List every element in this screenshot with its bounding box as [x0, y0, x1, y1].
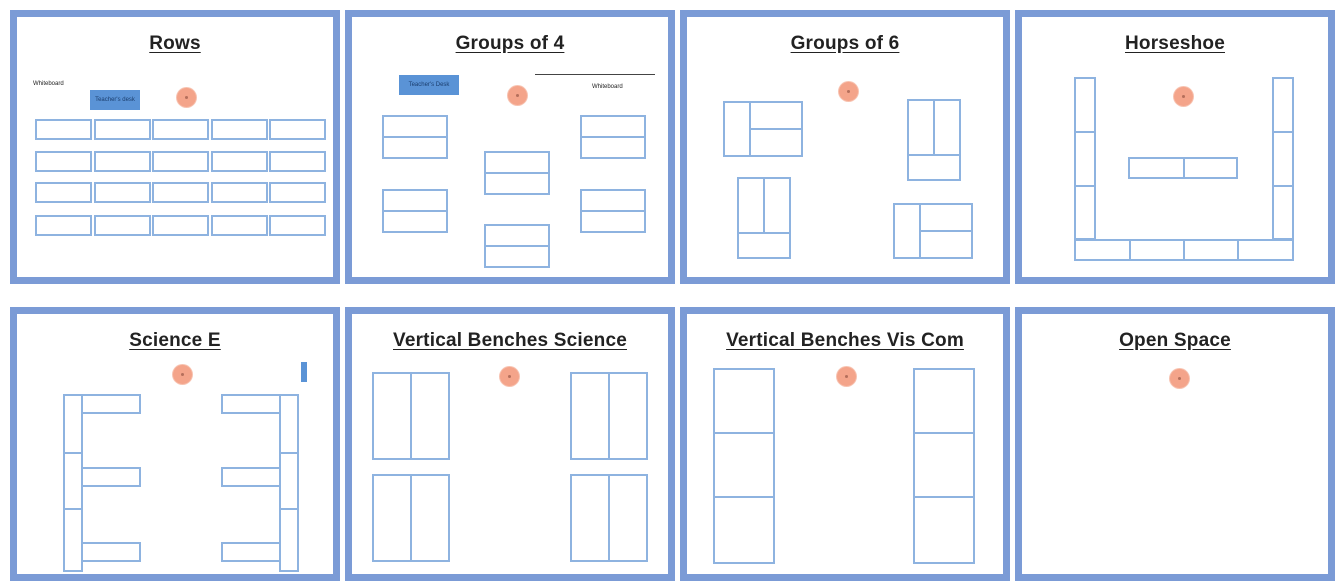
- desk-arm: [81, 394, 141, 414]
- desk: [152, 151, 209, 172]
- bench: [372, 372, 450, 460]
- layout-card-vertical-benches-science: Vertical Benches Science: [345, 307, 675, 581]
- desk: [93, 215, 151, 236]
- layout-card-vertical-benches-vis-com: Vertical Benches Vis Com: [680, 307, 1010, 581]
- desk: [93, 182, 151, 203]
- layout-card-science-e: Science E: [10, 307, 340, 581]
- desk-spine-left: [63, 394, 83, 572]
- desk: [35, 182, 92, 203]
- layout-card-rows: Rows Whiteboard Teacher's desk: [10, 10, 340, 284]
- layout-title: Vertical Benches Science: [393, 330, 627, 351]
- bench: [372, 474, 450, 562]
- desk-group: [382, 189, 448, 233]
- teacher-marker: [173, 365, 192, 384]
- desk-arm: [221, 394, 281, 414]
- desk: [35, 151, 92, 172]
- desk: [152, 182, 209, 203]
- desk: [269, 119, 326, 140]
- desk: [35, 119, 92, 140]
- teacher-marker: [839, 82, 858, 101]
- desk: [269, 215, 326, 236]
- desk-arm: [221, 467, 281, 487]
- teacher-marker: [508, 86, 527, 105]
- layout-card-horseshoe: Horseshoe: [1015, 10, 1335, 284]
- layout-card-open-space: Open Space: [1015, 307, 1335, 581]
- teacher-marker: [1174, 87, 1193, 106]
- desk: [269, 182, 326, 203]
- layout-card-groups-of-6: Groups of 6: [680, 10, 1010, 284]
- desk-center: [1128, 157, 1238, 179]
- desk: [210, 119, 268, 140]
- bench-column: [913, 368, 975, 564]
- layout-title: Open Space: [1119, 330, 1231, 351]
- teacher-marker: [177, 88, 196, 107]
- desk: [93, 151, 151, 172]
- desk: [269, 151, 326, 172]
- layout-title: Vertical Benches Vis Com: [726, 330, 964, 351]
- whiteboard-label: Whiteboard: [33, 81, 64, 87]
- layout-title: Groups of 4: [455, 33, 565, 54]
- desk: [210, 215, 268, 236]
- layout-title: Rows: [149, 33, 201, 54]
- layout-title: Horseshoe: [1124, 33, 1225, 54]
- desk: [210, 151, 268, 172]
- bench: [570, 474, 648, 562]
- desk-group: [893, 203, 973, 259]
- desk-spine-right: [279, 394, 299, 572]
- desk-group: [382, 115, 448, 159]
- desk-arm: [81, 467, 141, 487]
- teacher-desk: Teacher's Desk: [399, 75, 459, 95]
- desk-group: [723, 101, 803, 157]
- desk: [35, 215, 92, 236]
- desk-group: [907, 99, 961, 181]
- desk-group: [580, 189, 646, 233]
- teacher-marker: [837, 367, 856, 386]
- desk-group: [737, 177, 791, 259]
- layout-title: Groups of 6: [790, 33, 900, 54]
- desk: [93, 119, 151, 140]
- desk-right-column: [1272, 77, 1294, 261]
- layout-card-groups-of-4: Groups of 4 Whiteboard Teacher's Desk: [345, 10, 675, 284]
- desk: [152, 215, 209, 236]
- desk: [210, 182, 268, 203]
- layout-title: Science E: [129, 330, 221, 351]
- desk-bottom-row: [1074, 239, 1294, 261]
- whiteboard-label: Whiteboard: [592, 84, 623, 90]
- whiteboard-marker: [301, 362, 307, 382]
- desk: [152, 119, 209, 140]
- teacher-marker: [500, 367, 519, 386]
- desk-arm: [221, 542, 281, 562]
- whiteboard-line: [535, 74, 655, 75]
- teacher-marker: [1170, 369, 1189, 388]
- desk-group: [580, 115, 646, 159]
- desk-left-column: [1074, 77, 1096, 261]
- bench-column: [713, 368, 775, 564]
- desk-group: [484, 151, 550, 195]
- desk-arm: [81, 542, 141, 562]
- desk-group: [484, 224, 550, 268]
- teacher-desk: Teacher's desk: [90, 90, 140, 110]
- bench: [570, 372, 648, 460]
